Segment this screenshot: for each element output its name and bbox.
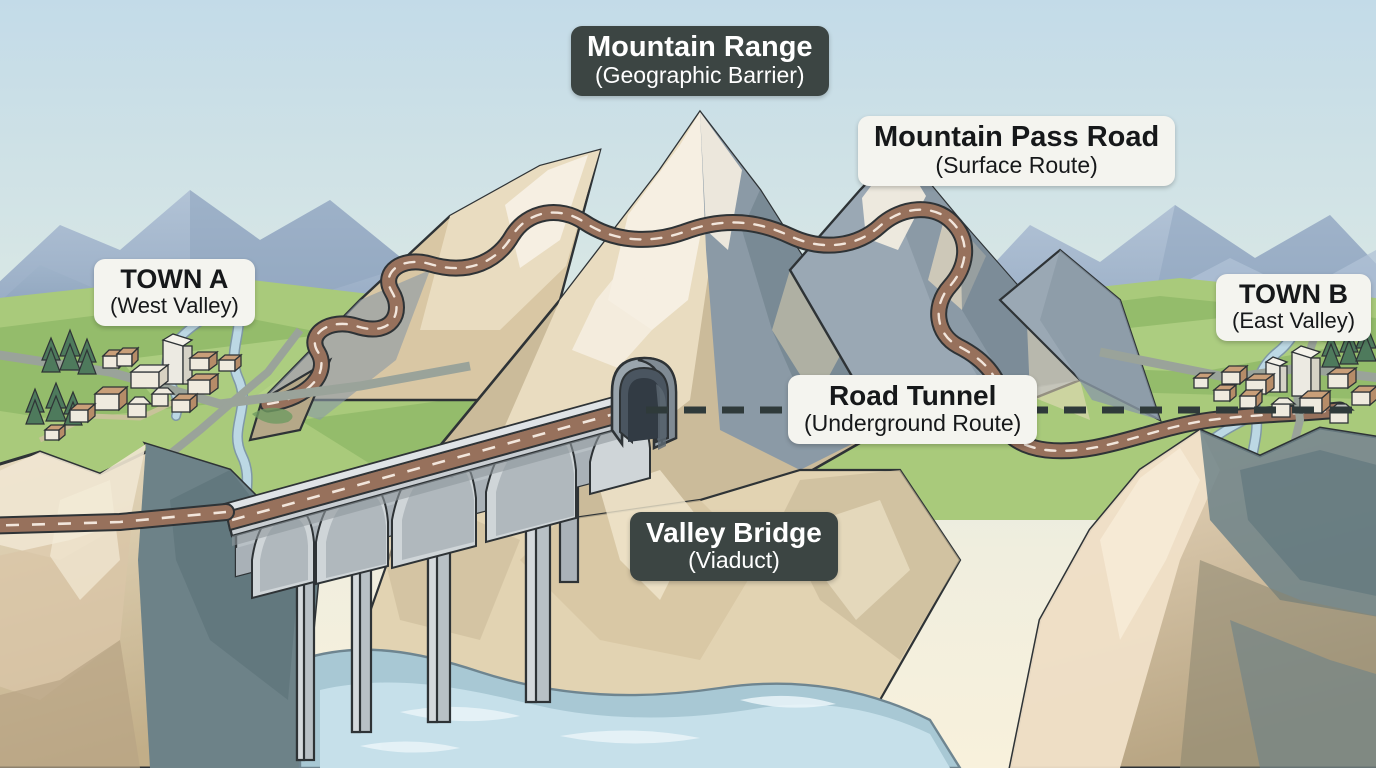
label-mountain-pass-road-title: Mountain Pass Road [874,121,1160,153]
label-town-b: TOWN B (East Valley) [1216,274,1372,341]
label-mountain-pass-road-subtitle: (Surface Route) [935,152,1098,179]
label-road-tunnel-title: Road Tunnel [828,380,997,411]
gorge-river [298,648,962,768]
label-town-b-title: TOWN B [1239,279,1349,309]
town-a-buildings [43,333,243,442]
label-town-a-subtitle: (West Valley) [110,293,239,319]
bridge-approach-road [0,503,235,535]
label-town-a-title: TOWN A [120,264,229,294]
town-a-trees [25,328,97,426]
foreground-ridge-right [1008,426,1376,768]
label-road-tunnel: Road Tunnel (Underground Route) [788,375,1038,445]
tunnel-portal [610,356,678,451]
label-mountain-range-title: Mountain Range [587,31,813,63]
label-valley-bridge-title: Valley Bridge [646,517,822,548]
town-a [0,327,471,474]
label-mountain-range: Mountain Range (Geographic Barrier) [571,26,829,97]
label-road-tunnel-subtitle: (Underground Route) [804,410,1022,437]
mountain-pass-road [259,201,1349,460]
label-town-a: TOWN A (West Valley) [94,259,255,326]
label-valley-bridge-subtitle: (Viaduct) [688,547,780,574]
label-mountain-range-subtitle: (Geographic Barrier) [594,62,805,89]
valley-bridge-viaduct [222,386,654,762]
label-mountain-pass-road: Mountain Pass Road (Surface Route) [858,116,1176,187]
label-valley-bridge: Valley Bridge (Viaduct) [630,512,838,582]
label-town-b-subtitle: (East Valley) [1232,308,1356,334]
